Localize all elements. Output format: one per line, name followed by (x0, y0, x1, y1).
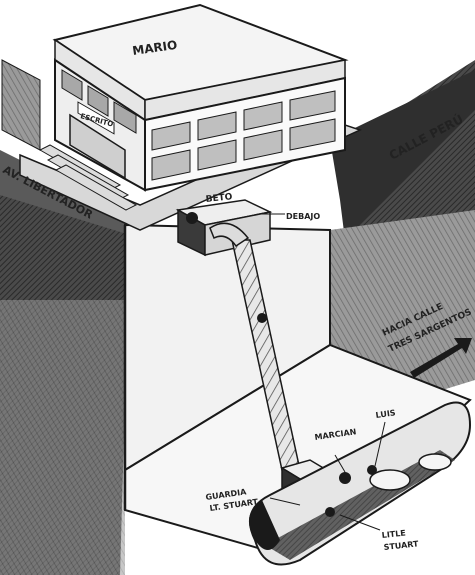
label-building: MARIO (131, 38, 178, 58)
lower-left-ground (0, 300, 125, 575)
label-debajo: DEBAJO (286, 212, 320, 221)
label-luis: LUIS (375, 408, 396, 420)
person-beto (186, 212, 198, 224)
tunnel-rim (248, 500, 280, 550)
cart-1 (369, 469, 411, 491)
cart-2 (418, 453, 452, 471)
label-beto: BETO (205, 192, 233, 205)
street-right-surface (330, 70, 475, 240)
lower-right-ground (330, 210, 475, 400)
direction-arrow (410, 338, 472, 378)
label-little-line2: STUART (383, 539, 419, 552)
person-climbing (257, 313, 267, 323)
building (1, 3, 349, 211)
person-marcian (339, 472, 351, 484)
label-little-line1: LITLE (381, 529, 406, 540)
person-luis (367, 465, 377, 475)
person-stuart (325, 507, 335, 517)
shaft-top-tube (209, 222, 250, 248)
